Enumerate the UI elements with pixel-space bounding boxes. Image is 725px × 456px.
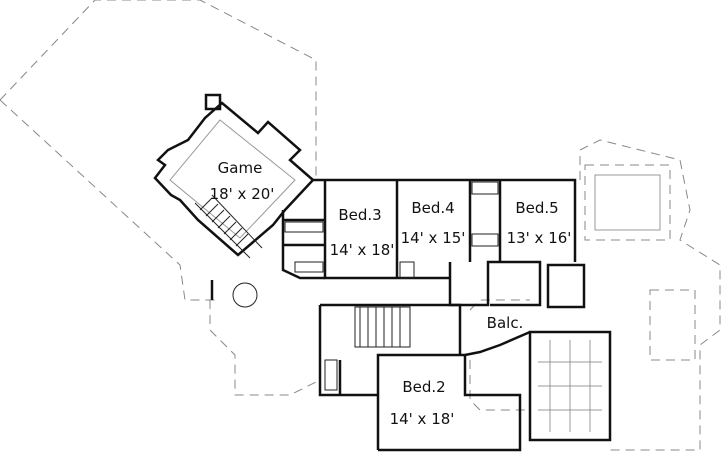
game-room-name: Game (217, 159, 263, 177)
bed5-name: Bed.5 (515, 199, 559, 217)
bed4-size: 14' x 15' (400, 229, 466, 247)
game-room-walls (153, 93, 315, 308)
bed5-size: 13' x 16' (506, 229, 572, 247)
bed2-name: Bed.2 (402, 378, 446, 396)
bed3-name: Bed.3 (338, 206, 382, 224)
balcony-name: Balc. (486, 314, 524, 332)
bed4-name: Bed.4 (411, 199, 455, 217)
bed2-size: 14' x 18' (389, 410, 455, 428)
bed3-size: 14' x 18' (329, 241, 395, 259)
bedroom-walls (281, 178, 586, 309)
game-room-size: 18' x 20' (209, 185, 275, 203)
lower-walls (318, 303, 612, 452)
